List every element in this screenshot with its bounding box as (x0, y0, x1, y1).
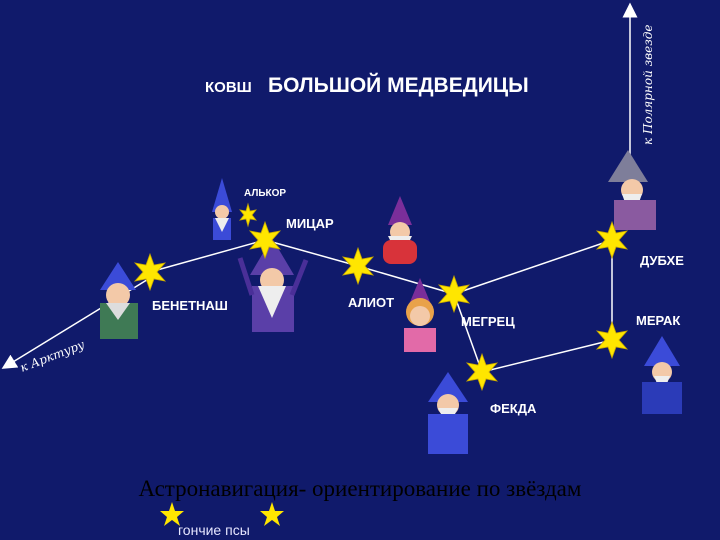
star-megrez (437, 274, 471, 314)
star-merak (595, 320, 629, 360)
label-dubhe: ДУБХЕ (640, 253, 684, 268)
label-alkor: АЛЬКОР (244, 188, 286, 199)
label-alioth: АЛИОТ (348, 295, 394, 310)
hounds-star-right (260, 502, 284, 526)
caption-text: Астронавигация- ориентирование по звёзда… (139, 476, 582, 501)
wizard-alkor-figure (212, 178, 232, 240)
wizard-dubhe-figure (608, 150, 656, 230)
wizard-top-figure (383, 196, 417, 264)
arcturus-direction-label: к Арктуру (18, 337, 86, 374)
wizard-merak-figure (642, 336, 682, 414)
page-title: БОЛЬШОЙ МЕДВЕДИЦЫ (268, 73, 529, 97)
star-alkor (239, 202, 257, 228)
label-mizar: МИЦАР (286, 216, 334, 231)
label-benetnash: БЕНЕТНАШ (152, 298, 228, 313)
label-phecda: ФЕКДА (490, 401, 537, 416)
wizard-phecda-figure (428, 372, 468, 454)
label-megrez: МЕГРЕЦ (461, 314, 515, 329)
hounds-label: гончие псы (178, 522, 250, 538)
star-mizar (248, 220, 282, 260)
star-benetnash (133, 252, 167, 292)
label-merak: МЕРАК (636, 313, 680, 328)
wizard-megrez-figure (404, 278, 436, 352)
polaris-direction-label: к Полярной звезде (641, 25, 655, 146)
wizard-benetnash-figure (100, 262, 138, 339)
star-alioth (341, 246, 375, 286)
star-dubhe (595, 220, 629, 260)
wizard-mizar-figure (237, 238, 309, 332)
title-prefix: КОВШ (205, 79, 252, 96)
hounds-star-left (160, 502, 184, 526)
star-phecda (465, 352, 499, 392)
